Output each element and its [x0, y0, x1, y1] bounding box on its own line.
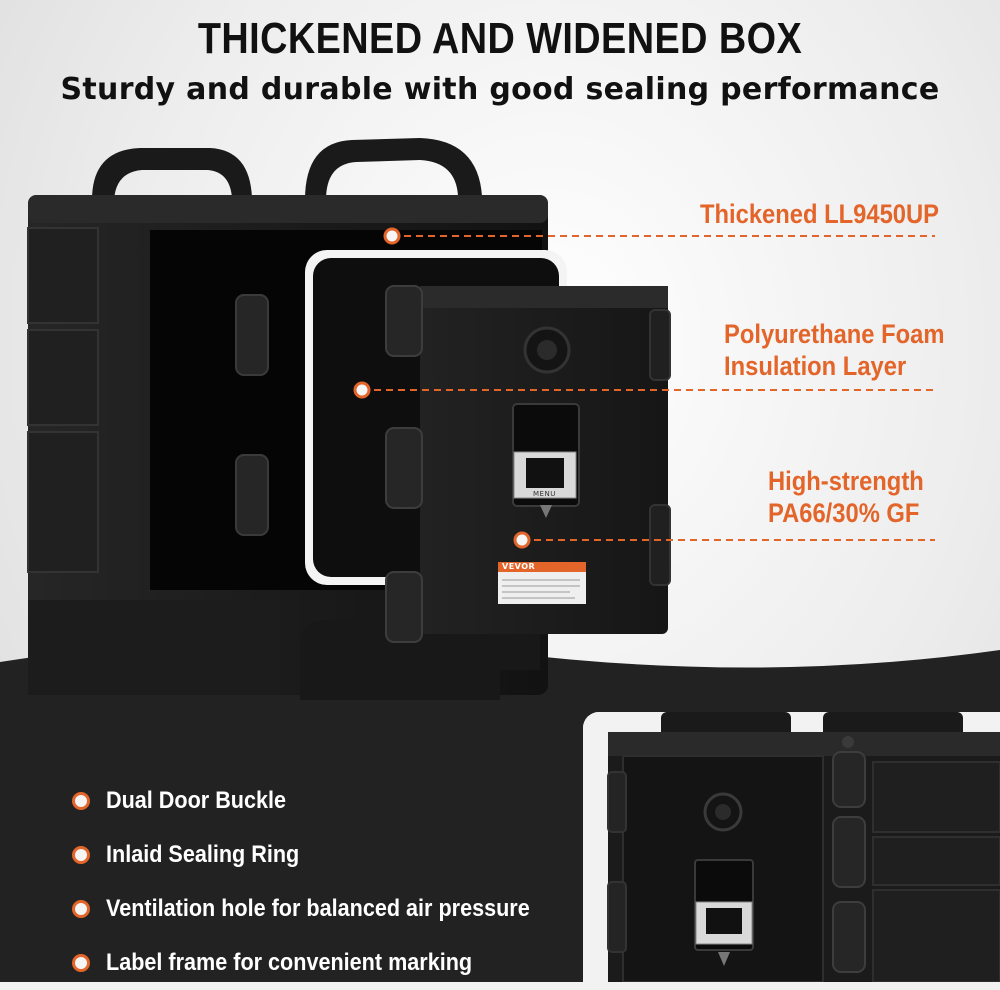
feature-label: Inlaid Sealing Ring [106, 841, 300, 868]
detail-inset-photo [583, 712, 1000, 982]
callout-line: High-strength [768, 466, 924, 496]
left-handle [92, 148, 252, 200]
bullet-dot-icon [72, 792, 90, 810]
page-title: THICKENED AND WIDENED BOX [197, 14, 803, 63]
callout-line: Polyurethane Foam [724, 319, 945, 349]
callout-hinge-material: High-strength PA66/30% GF [768, 465, 924, 529]
callout-insulation: Polyurethane Foam Insulation Layer [724, 318, 944, 382]
feature-item: Inlaid Sealing Ring [72, 828, 592, 882]
callout-line: PA66/30% GF [768, 498, 920, 528]
right-handle [305, 138, 482, 200]
feature-item: Ventilation hole for balanced air pressu… [72, 882, 592, 936]
callout-shell-material: Thickened LL9450UP [700, 198, 939, 230]
callout-line: Insulation Layer [724, 351, 907, 381]
page-subtitle: Sturdy and durable with good sealing per… [60, 72, 940, 107]
brand-label: VEVOR [502, 562, 536, 571]
feature-list: Dual Door Buckle Inlaid Sealing Ring Ven… [72, 774, 592, 990]
feature-item: Dual Door Buckle [72, 774, 592, 828]
feature-label: Label frame for convenient marking [106, 949, 473, 976]
bullet-dot-icon [72, 846, 90, 864]
bullet-dot-icon [72, 900, 90, 918]
feature-label: Ventilation hole for balanced air pressu… [106, 895, 530, 922]
menu-plate-label: MENU [533, 490, 556, 498]
bullet-dot-icon [72, 954, 90, 972]
feature-label: Dual Door Buckle [106, 787, 287, 814]
callout-line: Thickened LL9450UP [700, 199, 940, 229]
feature-item: Label frame for convenient marking [72, 936, 592, 990]
